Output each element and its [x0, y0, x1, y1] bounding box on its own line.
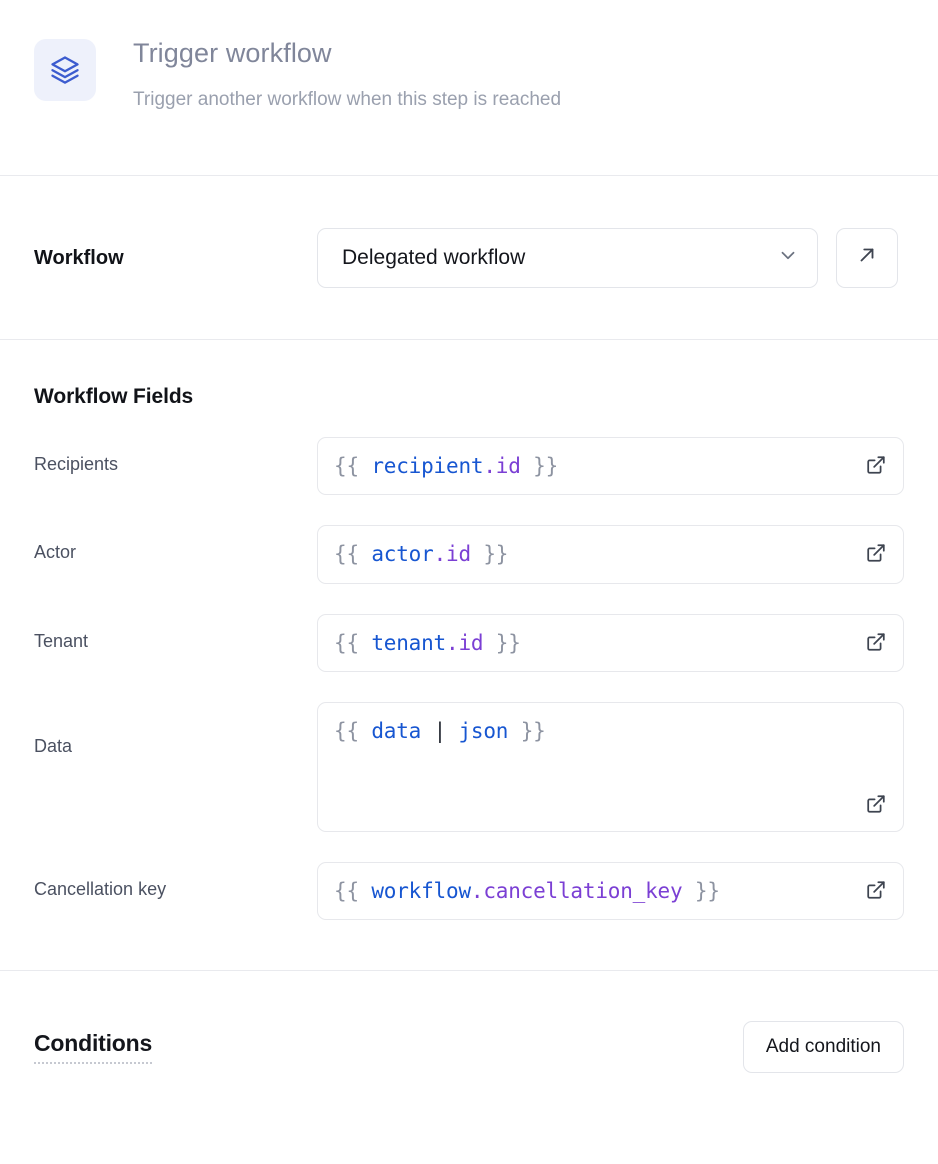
- open-workflow-button[interactable]: [836, 227, 898, 288]
- workflow-section: Workflow Delegated workflow: [0, 176, 938, 339]
- panel-header: Trigger workflow Trigger another workflo…: [0, 0, 938, 175]
- workflow-select-value: Delegated workflow: [342, 245, 526, 269]
- conditions-title: Conditions: [34, 1030, 152, 1065]
- field-row-recipients: Recipients {{ recipient.id }}: [34, 437, 904, 496]
- header-text-block: Trigger workflow Trigger another workflo…: [133, 34, 561, 112]
- cancellation-key-input-value: {{ workflow.cancellation_key }}: [334, 879, 720, 904]
- field-label-data: Data: [34, 736, 73, 757]
- page-title: Trigger workflow: [133, 38, 332, 68]
- field-row-actor: Actor {{ actor.id }}: [34, 525, 904, 584]
- page-subtitle: Trigger another workflow when this step …: [133, 88, 562, 110]
- add-condition-button[interactable]: Add condition: [742, 1021, 904, 1074]
- external-link-icon[interactable]: [863, 452, 889, 478]
- actor-input-value: {{ actor.id }}: [334, 542, 509, 567]
- external-link-icon[interactable]: [863, 629, 889, 655]
- conditions-section: Conditions Add condition: [0, 971, 938, 1074]
- external-link-icon[interactable]: [863, 540, 889, 566]
- external-link-icon[interactable]: [863, 791, 889, 817]
- external-link-icon[interactable]: [863, 877, 889, 903]
- field-row-cancellation-key: Cancellation key {{ workflow.cancellatio…: [34, 862, 904, 921]
- chevron-down-icon: [777, 244, 799, 271]
- field-label-actor: Actor: [34, 542, 77, 563]
- workflow-select[interactable]: Delegated workflow: [317, 227, 818, 288]
- recipients-input[interactable]: {{ recipient.id }}: [317, 437, 904, 496]
- recipients-input-value: {{ recipient.id }}: [334, 454, 559, 478]
- divider-workflow: [0, 339, 938, 340]
- arrow-up-right-icon: [856, 244, 878, 271]
- tenant-input[interactable]: {{ tenant.id }}: [317, 613, 904, 673]
- cancellation-key-input[interactable]: {{ workflow.cancellation_key }}: [317, 862, 904, 921]
- field-row-tenant: Tenant {{ tenant.id }}: [34, 613, 904, 673]
- divider-header: [0, 175, 938, 176]
- field-row-data: Data {{ data | json }}: [34, 702, 904, 833]
- field-label-tenant: Tenant: [34, 630, 89, 651]
- data-textarea[interactable]: {{ data | json }}: [317, 702, 904, 833]
- divider-fields: [0, 970, 938, 972]
- workflow-row: Workflow Delegated workflow: [34, 176, 904, 339]
- workflow-fields-title: Workflow Fields: [34, 385, 194, 408]
- layers-icon: [34, 39, 96, 101]
- workflow-label: Workflow: [34, 246, 124, 269]
- actor-input[interactable]: {{ actor.id }}: [317, 525, 904, 584]
- workflow-controls: Delegated workflow: [317, 227, 904, 288]
- tenant-input-value: {{ tenant.id }}: [334, 630, 521, 655]
- data-textarea-value: {{ data | json }}: [334, 719, 546, 744]
- field-label-cancellation-key: Cancellation key: [34, 879, 167, 900]
- workflow-fields-section: Workflow Fields Recipients {{ recipient.…: [0, 340, 938, 970]
- field-label-recipients: Recipients: [34, 454, 119, 474]
